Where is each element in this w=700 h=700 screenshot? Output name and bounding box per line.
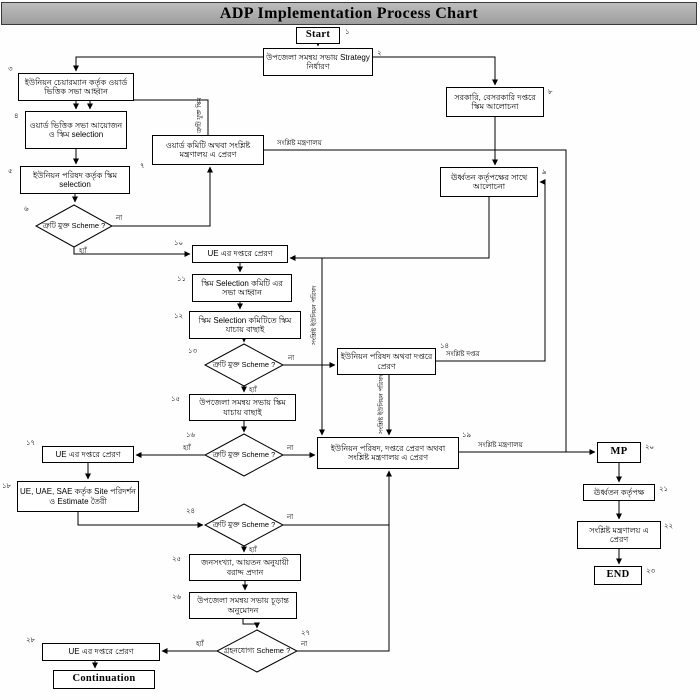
step-number-10: ১০	[174, 240, 184, 247]
node-site-visit-estimate: UE, UAE, SAE কর্তৃক Site পরিদর্শন ও Esti…	[17, 481, 139, 512]
branch-no-d5: না	[301, 641, 308, 648]
step-number-1: ১	[345, 29, 350, 36]
decision-error-free-2: ত্রুটি মুক্ত Scheme ?	[212, 359, 276, 369]
node-up-office-ministry-send: ইউনিয়ন পরিষদ, দপ্তরে প্রেরণ অথবা সংশ্লি…	[317, 437, 459, 469]
step-number-2: ২	[377, 50, 382, 57]
step-number-11: ১১	[177, 276, 187, 283]
branch-yes-d2: হ্যাঁ	[249, 387, 257, 394]
step-number-25: ২৫	[172, 556, 182, 563]
step-number-16: ১৬	[186, 432, 196, 439]
node-ue-office-send-3: UE এর দপ্তরে প্রেরণ	[42, 643, 160, 661]
step-number-12: ১২	[174, 313, 184, 320]
node-allocation: জনসংখ্যা, আয়তন অনুযায়ী বরাদ্দ প্রদান	[189, 554, 301, 581]
node-ue-office-send-2: UE এর দপ্তরে প্রেরণ	[42, 446, 134, 463]
decision-acceptable: গ্রহনযোগ্য Scheme ?	[223, 645, 291, 655]
step-number-9: ৯	[542, 169, 547, 176]
step-number-3: ৩	[8, 66, 13, 73]
step-number-15: ১৫	[171, 396, 181, 403]
decision-error-free-4: ত্রুটি মুক্ত Scheme ?	[212, 519, 276, 529]
step-number-6: ৬	[24, 206, 29, 213]
step-number-18: ১৮	[2, 483, 12, 490]
node-up-scheme-selection: ইউনিয়ন পরিষদ কর্তৃক স্কিম selection	[20, 166, 130, 194]
decision-error-free-3: ত্রুটি মুক্ত Scheme ?	[212, 449, 276, 459]
branch-yes-d3: হ্যাঁ	[183, 445, 191, 452]
step-number-17: ১৭	[26, 440, 36, 447]
branch-yes-d4: হ্যাঁ	[249, 547, 257, 554]
edge-label-related-up-1: সংশ্লিষ্ট ইউনিয়ন পরিষদ	[311, 285, 318, 345]
edge-label-ministry-top: সংশ্লিষ্ট মন্ত্রণালয়	[277, 140, 322, 147]
node-mp: MP	[597, 442, 641, 463]
step-number-8: ৮	[548, 89, 553, 96]
branch-no-d4: না	[287, 514, 294, 521]
node-end: END	[594, 566, 642, 585]
branch-no-d2: না	[288, 355, 295, 362]
node-strategy-meeting: উপজেলা সমন্বয় সভায় Strategy নির্ধারণ	[263, 48, 373, 76]
node-ue-office-send-1: UE এর দপ্তরে প্রেরণ	[192, 245, 288, 263]
edge-label-faulty-scheme: ত্রুটি যুক্ত স্কিম	[196, 97, 203, 133]
node-ward-committee-send: ওয়ার্ড কমিটি অথবা সংশ্লিষ্ট মন্ত্রণালয়…	[152, 135, 264, 165]
page-title: ADP Implementation Process Chart	[1, 2, 697, 25]
step-number-28: ২৮	[26, 637, 36, 644]
step-number-24: ২৪	[186, 508, 196, 515]
node-ministry-send: সংশ্লিষ্ট মন্ত্রণালয় এ প্রেরণ	[577, 521, 661, 549]
step-number-5: ৫	[8, 168, 13, 175]
branch-yes-d1: হ্যাঁ	[79, 248, 87, 255]
step-number-20: ২০	[645, 444, 655, 451]
node-chairman-ward-meeting: ইউনিয়ন চেয়ারম্যান কর্তৃক ওয়ার্ড ভিত্ত…	[18, 73, 134, 101]
edge-label-ministry-mp: সংশ্লিষ্ট মন্ত্রণালয়	[478, 442, 523, 449]
node-selection-committee-verify: স্কিম Selection কমিটিতে স্কিম যাচায় বাছ…	[189, 311, 301, 339]
node-selection-committee-meeting: স্কিম Selection কমিটি এর সভা আহ্বান	[192, 274, 292, 302]
edge-label-related-office: সংশ্লিষ্ট দপ্তর	[446, 351, 480, 358]
node-higher-authority-discussion: ঊর্ধ্বতন কর্তৃপক্ষের সাথে আলোচনা	[440, 167, 538, 197]
node-upazila-coordination-verify: উপজেলা সমন্বয় সভায় স্কিম যাচায় বাছাই	[189, 394, 296, 421]
decision-error-free-1: ত্রুটি মুক্ত Scheme ?	[42, 220, 106, 230]
branch-yes-d5: হ্যাঁ	[196, 641, 204, 648]
node-start: Start	[296, 27, 340, 44]
node-govt-office-discussion: সরকারি, বেসরকারি দপ্তরে স্কিম আলোচনা	[446, 87, 544, 117]
step-number-22: ২২	[664, 523, 674, 530]
step-number-14: ১৪	[440, 343, 450, 350]
step-number-13: ১৩	[188, 348, 198, 355]
step-number-19: ১৯	[462, 432, 472, 439]
step-number-23: ২৩	[646, 568, 656, 575]
node-ward-meeting-selection: ওয়ার্ড ভিত্তিক সভা আয়োজন ও স্কিম selec…	[25, 111, 127, 149]
branch-no-d1: না	[116, 215, 123, 222]
step-number-7: ৭	[140, 163, 145, 170]
step-number-21: ২১	[659, 486, 669, 493]
node-higher-authority: ঊর্ধ্বতন কর্তৃপক্ষ	[583, 484, 655, 501]
step-number-26: ২৬	[172, 594, 182, 601]
node-continuation: Continuation	[53, 670, 155, 689]
node-final-approval: উপজেলা সমন্বয় সভায় চূড়ান্ত অনুমোদন	[189, 592, 297, 619]
step-number-27: ২৭	[301, 630, 311, 637]
edge-label-related-up-2: সংশ্লিষ্ট ইউনিয়ন পরিষদ	[378, 374, 385, 434]
step-number-4: ৪	[14, 113, 19, 120]
node-up-or-office-send: ইউনিয়ন পরিষদ অথবা দপ্তরে প্রেরণ	[337, 348, 436, 375]
branch-no-d3: না	[287, 445, 294, 452]
